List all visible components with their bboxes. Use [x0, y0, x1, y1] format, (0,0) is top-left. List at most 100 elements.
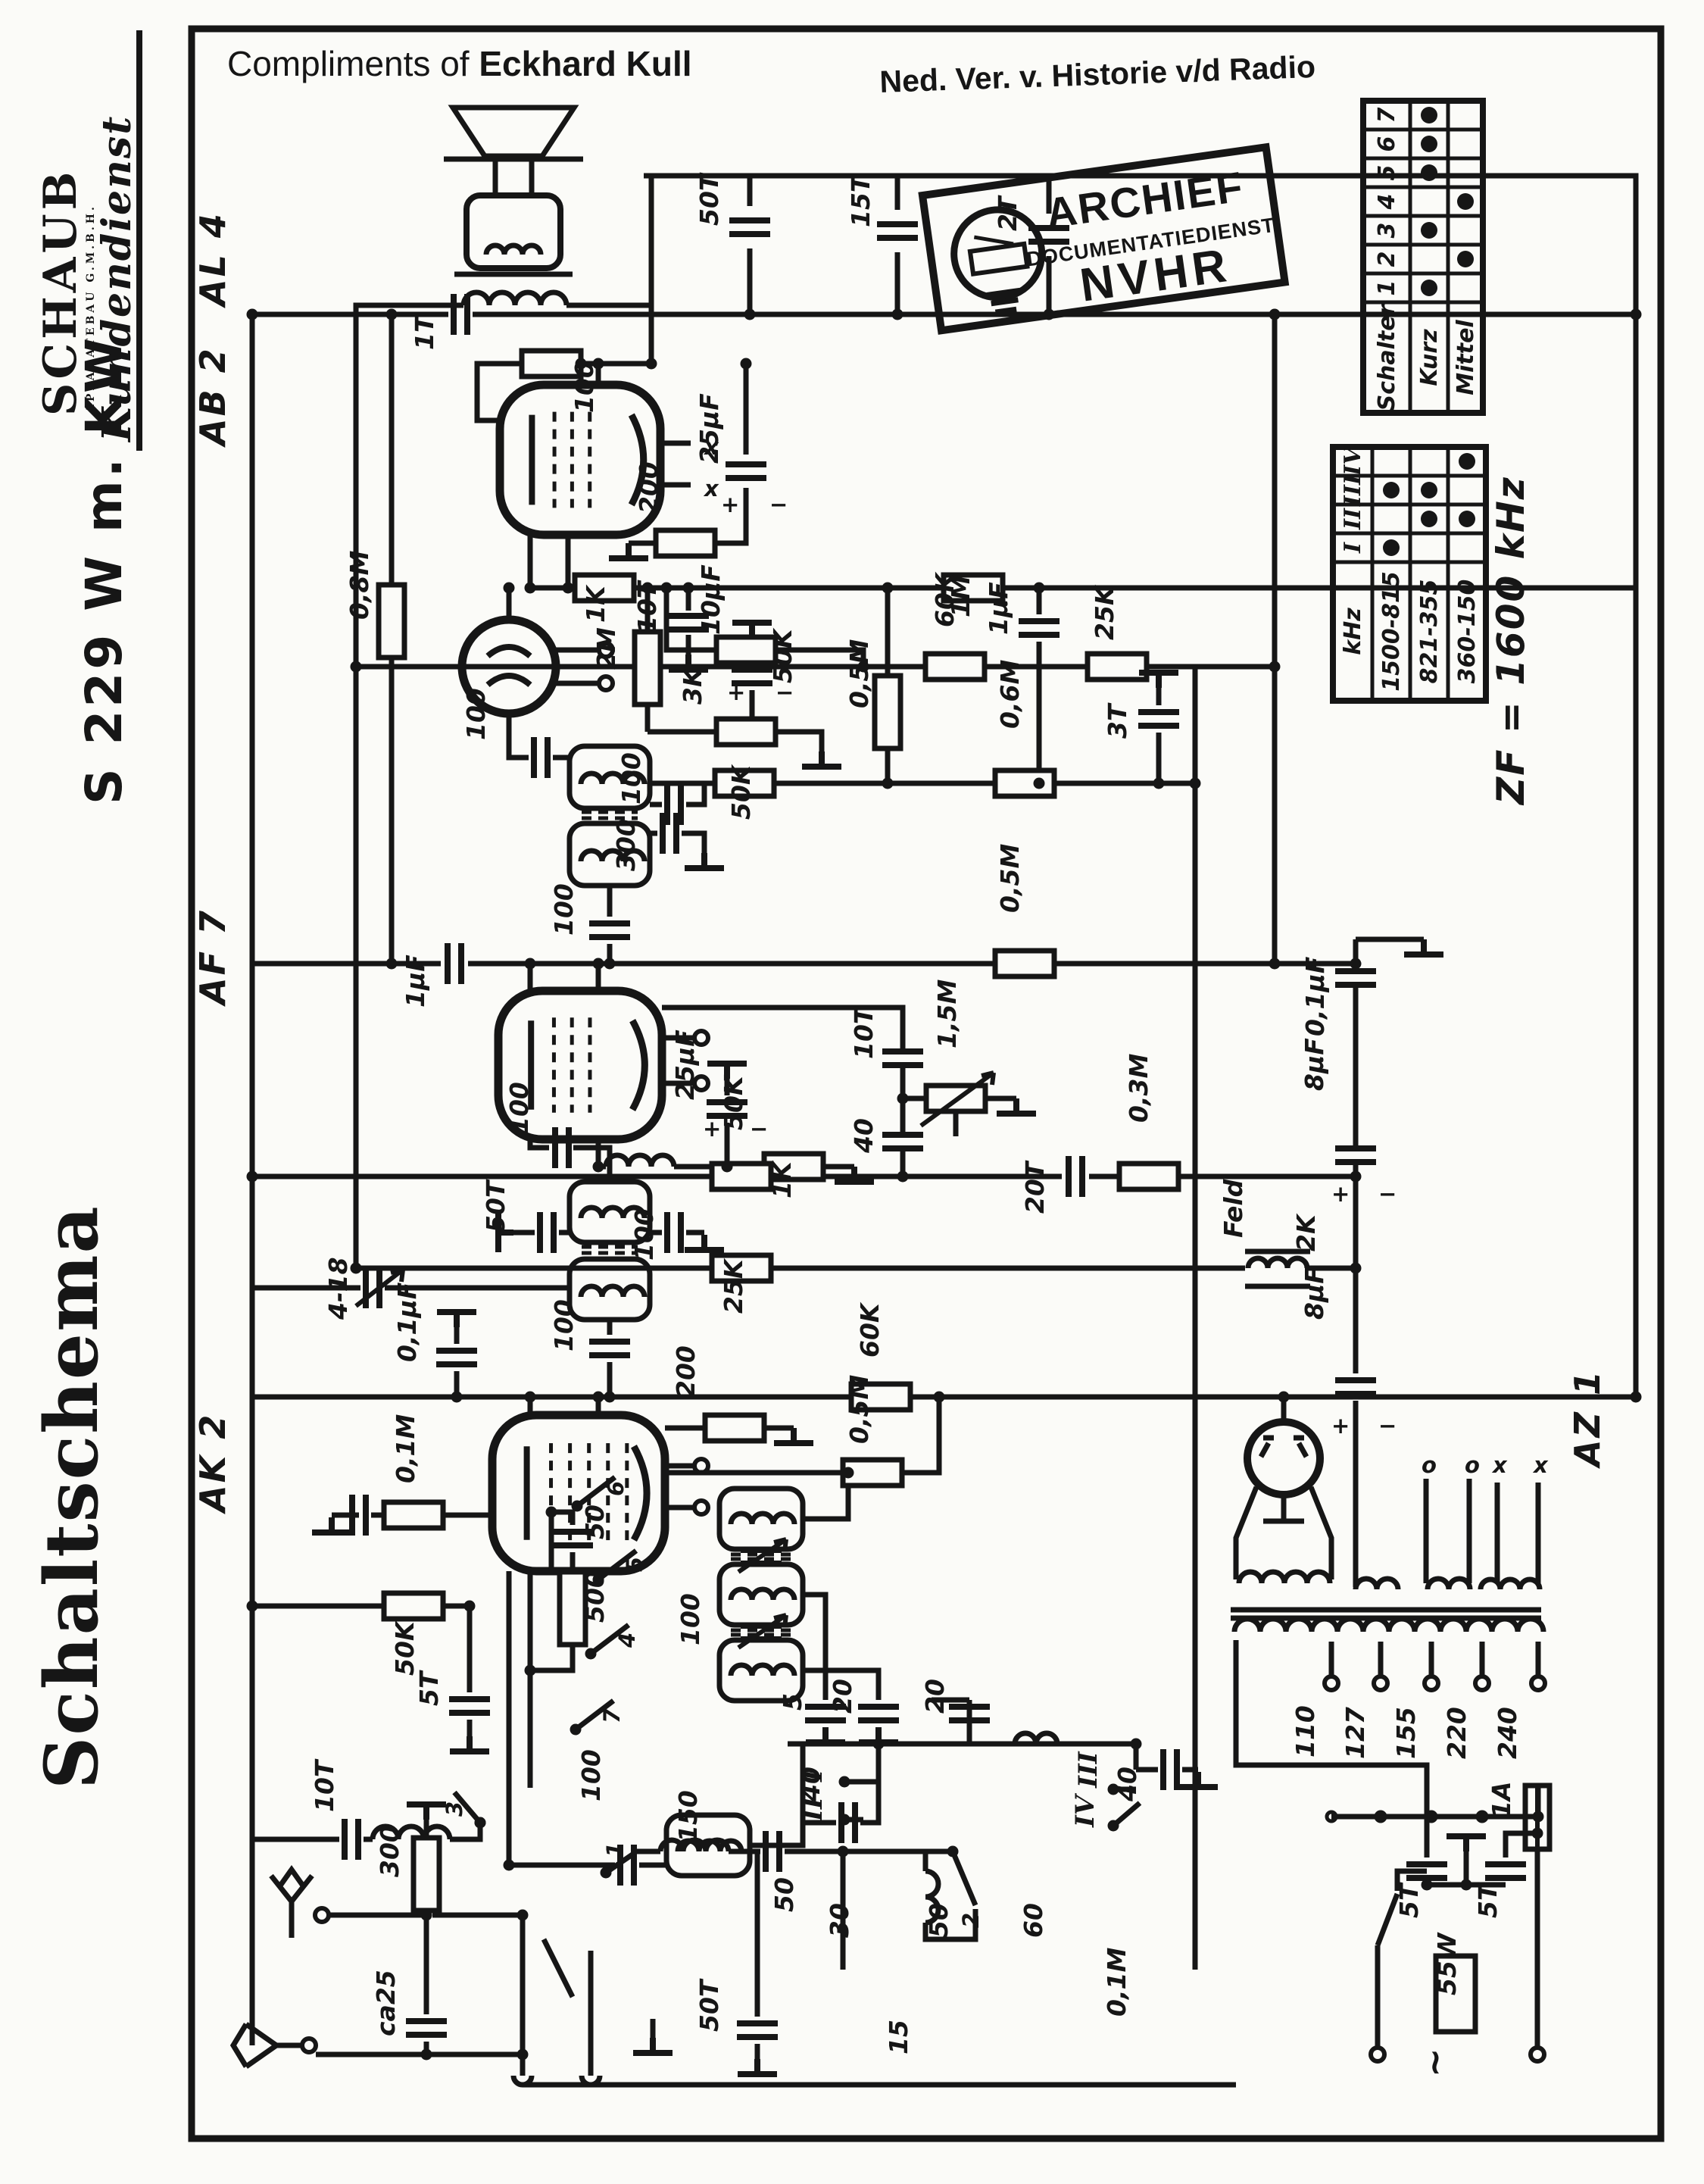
tube-designator: AF 7 [192, 908, 233, 1007]
capacitor [1485, 1861, 1526, 1881]
wire [244, 2043, 279, 2069]
junction-dot [1269, 308, 1281, 320]
tube-envelope [495, 380, 665, 539]
capacitor [1160, 1749, 1180, 1790]
ground [1178, 1772, 1218, 1790]
terminal [1528, 2045, 1546, 2064]
switch-blade [1111, 1801, 1142, 1828]
component-label: 50 [924, 1903, 953, 1938]
terminal [313, 1906, 331, 1924]
capacitor [531, 737, 551, 778]
switch-blade [588, 1623, 631, 1656]
component-label: 0,1M [391, 1414, 420, 1483]
component-label: x [1532, 1452, 1549, 1478]
wire [663, 588, 716, 653]
junction-dot [1350, 1170, 1362, 1183]
component-label: 100 [616, 752, 646, 805]
terminal [692, 1074, 710, 1092]
component-label: 3K [678, 666, 707, 705]
table-header-cell: 3 [1374, 223, 1400, 239]
junction-dot [451, 1391, 463, 1403]
component-label: I [798, 1769, 829, 1783]
terminal [692, 1498, 710, 1517]
wire [803, 1667, 882, 1700]
capacitor [449, 1696, 490, 1716]
ground [495, 1213, 513, 1252]
archive-note-group: Ned. Ver. v. Historie v/d Radio [879, 49, 1316, 99]
wire [1375, 1892, 1400, 1947]
junction-dot [882, 582, 894, 594]
junction-dot [842, 1467, 854, 1479]
coil [578, 1283, 648, 1298]
component-label: + [703, 1116, 721, 1142]
component-label: 0,5M [995, 844, 1025, 913]
junction-dot [385, 308, 398, 320]
terminal [1529, 1674, 1547, 1692]
component-label: 1K [767, 1160, 797, 1198]
component-label: 100 [576, 1749, 606, 1801]
ground [1447, 1833, 1486, 1851]
capacitor [660, 813, 679, 854]
table-header-cell: 6 [1374, 136, 1400, 152]
tube-designator: AK 2 [192, 1413, 233, 1514]
junction-dot [1043, 308, 1055, 320]
table-dot [1421, 280, 1437, 296]
resistor [376, 582, 407, 661]
wire [1503, 1830, 1537, 1857]
table-title: kHz [1340, 608, 1366, 655]
wire [448, 105, 579, 159]
junction-dot [1630, 308, 1642, 320]
junction-dot [246, 308, 258, 320]
junction-dot [524, 958, 536, 970]
junction-dot [645, 358, 657, 370]
wire [244, 2022, 279, 2048]
coil [483, 242, 544, 255]
component-label: 40 [1113, 1767, 1142, 1802]
component-label: 50 [580, 1504, 610, 1539]
capacitor [436, 1348, 477, 1367]
junction-dot [385, 958, 398, 970]
component-label: + [727, 680, 745, 705]
component-label: 5 [622, 1557, 648, 1572]
junction-dot [592, 958, 604, 970]
table-row-label: Kurz [1416, 329, 1443, 386]
component-label: 6 [603, 1481, 629, 1496]
wire [776, 729, 825, 751]
coil-box [566, 1256, 653, 1323]
if-label-group: ZF = 1600 kHz [1489, 476, 1533, 806]
terminal [1369, 2045, 1387, 2064]
component-label: 0,8M [345, 551, 374, 620]
component-label: 50K [719, 1074, 748, 1130]
component-label: 10µF [696, 564, 726, 635]
switch-blade [596, 1548, 638, 1582]
coil [657, 1837, 732, 1852]
component-label: − [750, 1116, 768, 1142]
tube-envelope [494, 986, 666, 1144]
model-label-group: S 229 W m. KW [75, 335, 133, 805]
switch-blade [950, 1850, 978, 1907]
table-dot [1383, 539, 1400, 556]
capacitor [729, 217, 770, 237]
terminal [692, 1029, 710, 1047]
table-dot [1383, 482, 1400, 498]
component-label: 2 [958, 1913, 984, 1928]
junction-dot [1107, 1783, 1119, 1795]
junction-dot [524, 1664, 536, 1676]
component-label: 30 [825, 1903, 854, 1938]
wire [844, 1744, 882, 1785]
wire [900, 1065, 926, 1101]
ground [835, 1167, 874, 1185]
junction-dot [592, 358, 604, 370]
component-label: 25µF [670, 1030, 700, 1100]
component-label: 55W [1432, 1932, 1462, 1995]
table-header-cell: 4 [1374, 194, 1400, 211]
component-label: 0,1µF [1300, 956, 1330, 1036]
terminal [1372, 1674, 1390, 1692]
component-label: 50T [694, 1978, 724, 2032]
wire [353, 302, 463, 1268]
wire [1233, 1486, 1259, 1579]
capacitor [726, 461, 766, 481]
rectifier-top [1244, 1418, 1324, 1498]
component-label: 10T [310, 1758, 339, 1812]
